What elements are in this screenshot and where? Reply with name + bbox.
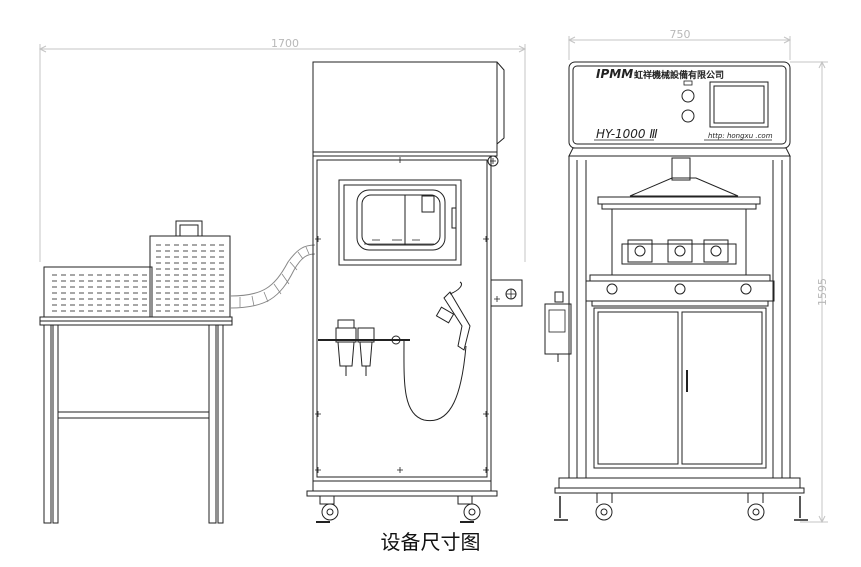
mold-clamp-right [703,239,729,263]
drawing-caption: 设备尺寸图 [380,530,481,554]
machine-width-label: 750 [670,28,691,41]
flexible-hose [229,244,316,309]
overall-width-label: 1700 [271,37,299,50]
mold-clamp-left [627,239,653,263]
chiller-table [39,316,233,524]
chiller-unit-high [149,220,231,318]
model-label: HY-1000 Ⅲ [596,127,658,141]
machine-front-view [544,61,808,521]
brand-logo: IPMM [596,67,633,81]
machine-side-view [306,61,523,523]
chiller-unit-low [43,266,153,318]
dimension-machine-height [790,60,828,524]
machine-height-label: 1595 [816,278,829,306]
dimension-overall-width [38,44,527,262]
mold-clamp-middle [667,239,693,263]
dimension-machine-width [567,36,792,60]
company-name: 虹祥機械設備有限公司 [634,69,724,81]
website-label: http: hongxu .com [708,132,773,140]
